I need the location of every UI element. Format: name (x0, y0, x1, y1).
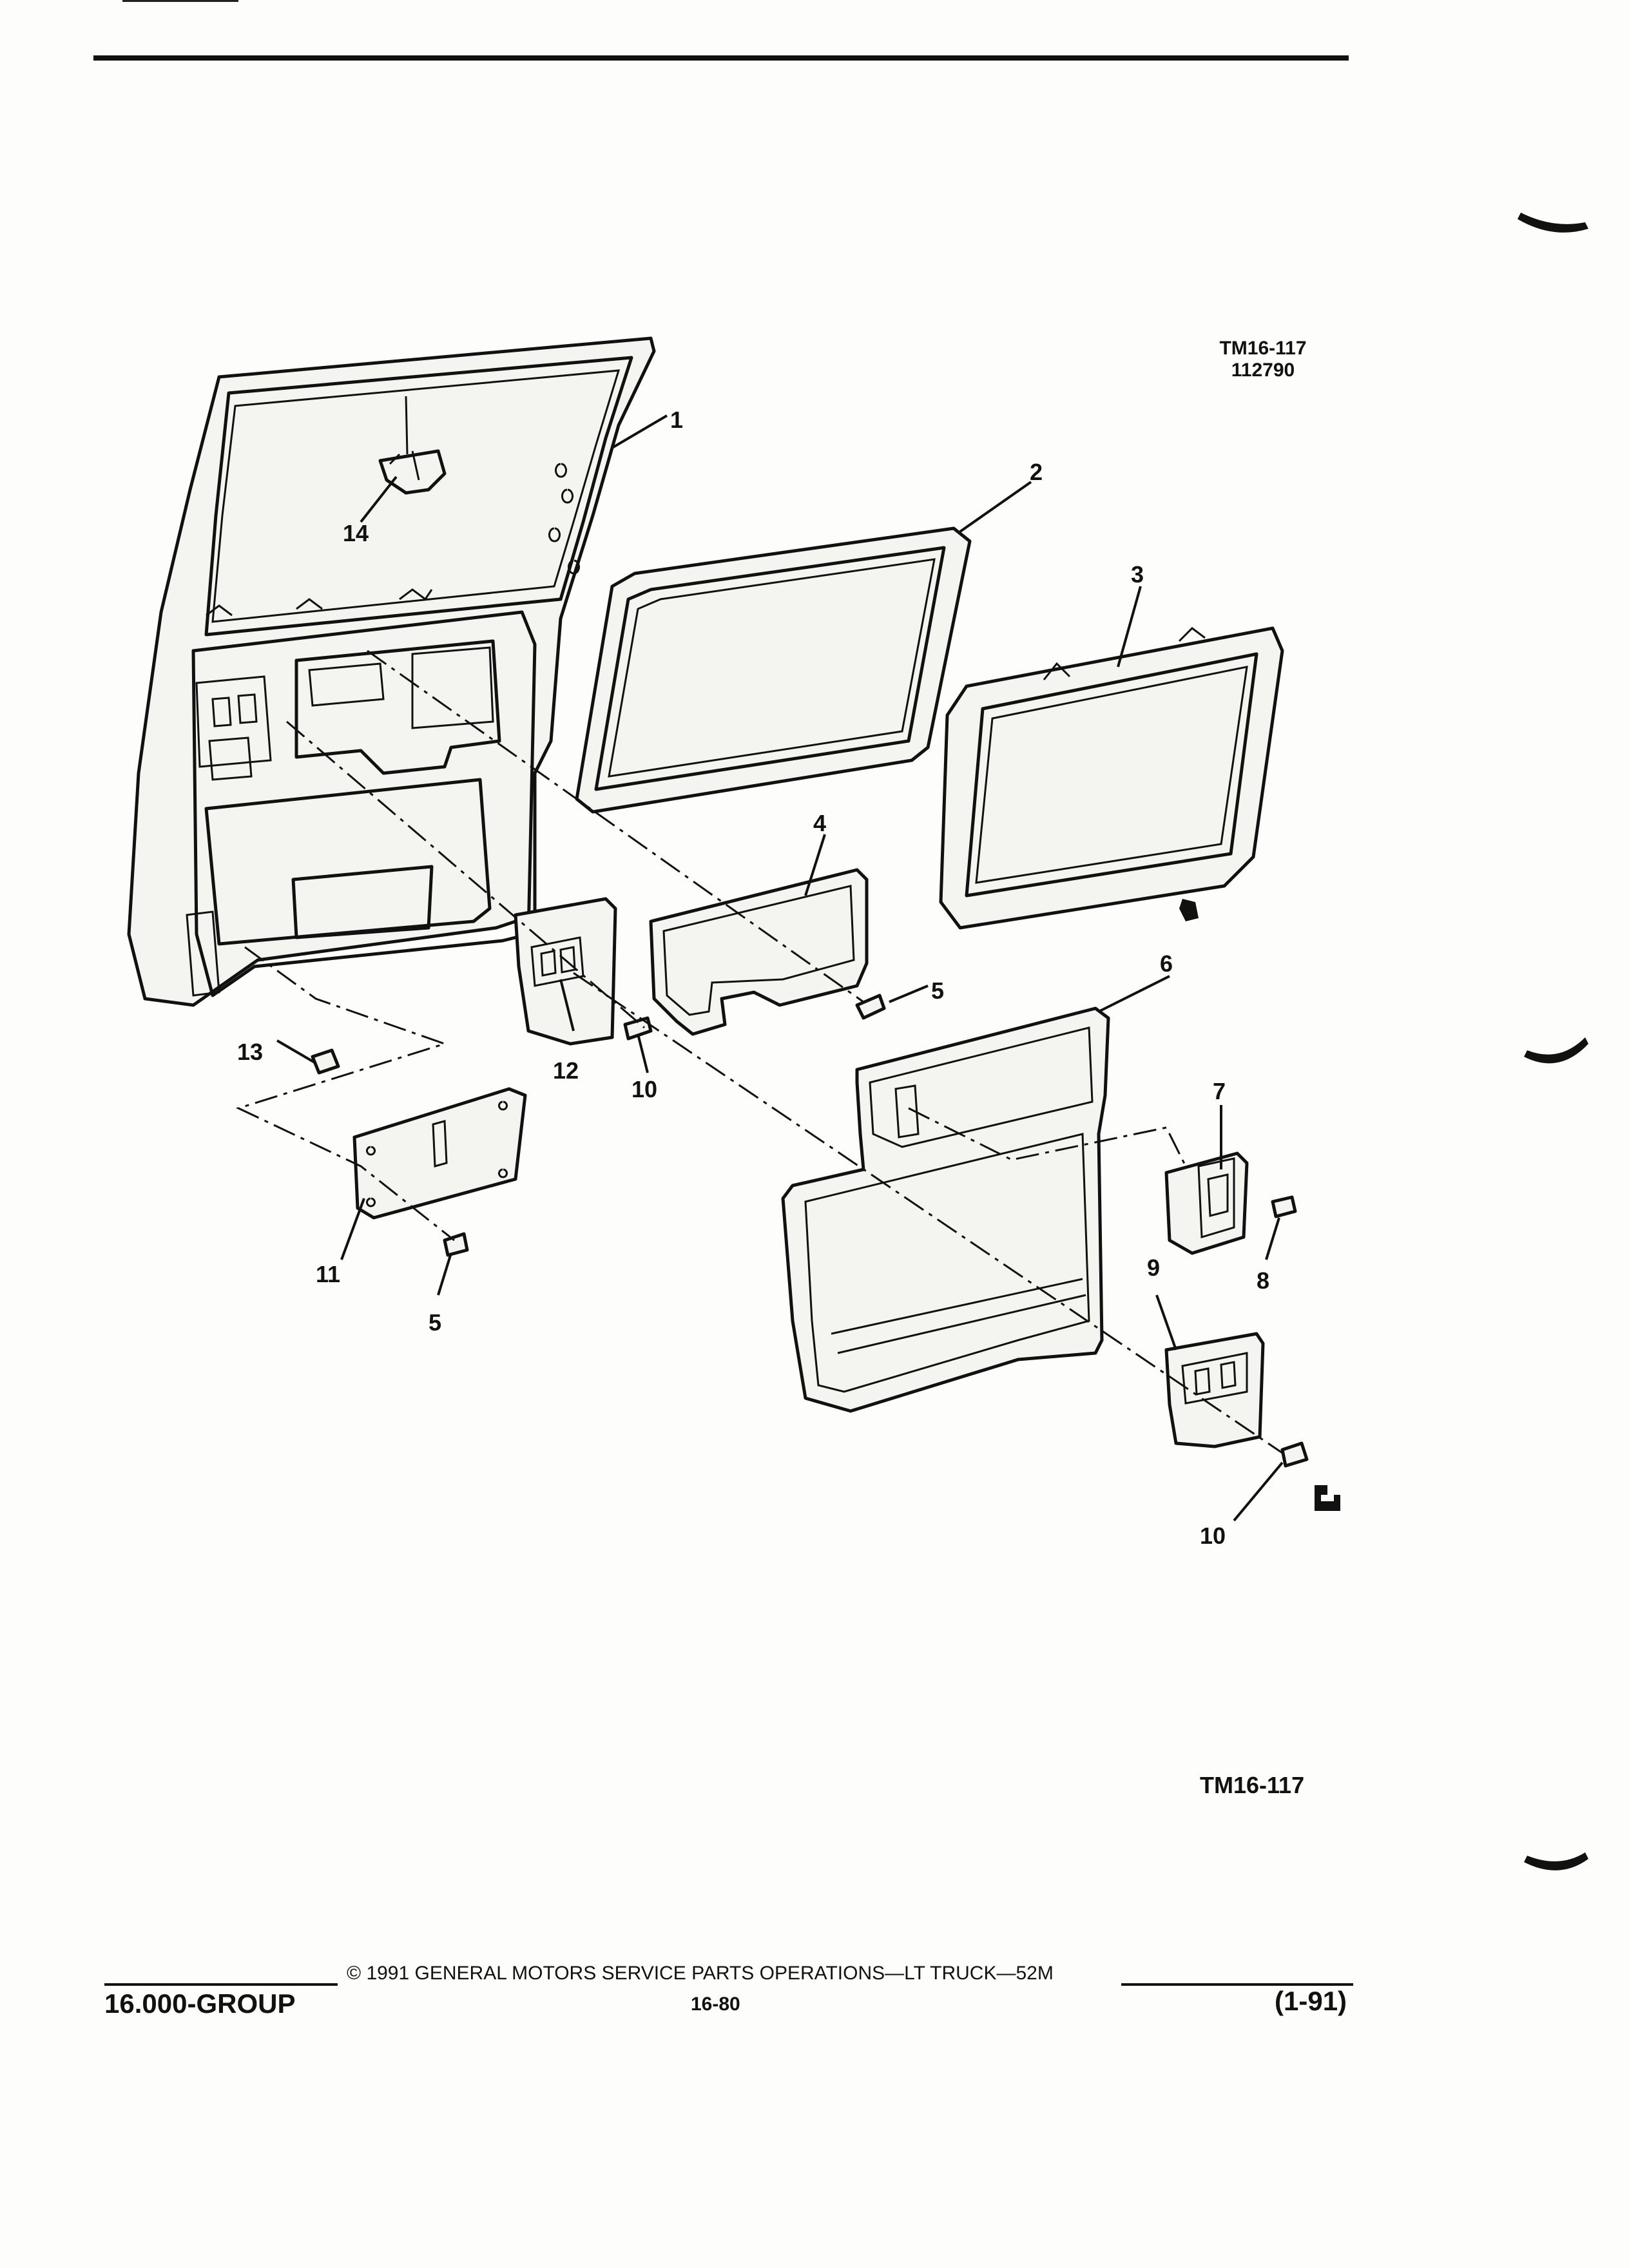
callout-1: 1 (670, 407, 683, 433)
part-2-window-seal (575, 526, 972, 814)
callout-8: 8 (1257, 1267, 1269, 1294)
footer-revision: (1-91) (1275, 1986, 1347, 2016)
footer-rule-left (104, 1983, 338, 1986)
part-11-lower-cover (352, 1087, 527, 1220)
callout-10b: 10 (1200, 1523, 1226, 1549)
callout-5a: 5 (931, 977, 944, 1004)
part-4-access-cover (649, 868, 869, 1036)
figure-date-code: 112790 (1231, 360, 1295, 381)
footer-page-number: 16-80 (691, 1994, 740, 2015)
corner-mark-icon (1315, 1485, 1340, 1511)
header-rule (93, 55, 1349, 61)
footer-group: 16.000-GROUP (104, 1988, 296, 2019)
callout-14: 14 (343, 520, 369, 546)
callout-4: 4 (813, 810, 826, 836)
figure-code: TM16-117 (1219, 338, 1307, 359)
figure-footer-code: TM16-117 (1200, 1772, 1305, 1798)
binder-mark-icon (1524, 1852, 1588, 1870)
callout-11: 11 (316, 1261, 340, 1287)
footer-rule-right (1121, 1983, 1353, 1986)
callout-3: 3 (1131, 561, 1144, 588)
callout-6: 6 (1160, 950, 1173, 977)
part-6-trim-panel (781, 1006, 1110, 1413)
part-9-switch-bezel (1164, 1332, 1265, 1448)
alignment-lines (235, 649, 1283, 1454)
callout-9: 9 (1147, 1254, 1160, 1281)
callout-2: 2 (1030, 459, 1043, 485)
binder-mark-icon (1524, 1037, 1588, 1064)
part-14-clip (378, 396, 447, 495)
part-3-window-frame (939, 626, 1284, 930)
callout-7: 7 (1213, 1078, 1226, 1104)
callout-5b: 5 (429, 1309, 441, 1336)
part-12-switch-bezel (514, 897, 617, 1046)
callout-10a: 10 (631, 1076, 657, 1102)
header-stub-rule (122, 0, 238, 2)
fastener-screws (311, 994, 1309, 1468)
part-7-handle-cup (1164, 1151, 1249, 1255)
binder-mark-icon (1518, 213, 1588, 233)
callout-13: 13 (237, 1039, 263, 1065)
part-1-door-panel (127, 336, 656, 1007)
footer-copyright: © 1991 GENERAL MOTORS SERVICE PARTS OPER… (342, 1963, 1059, 1984)
callout-12: 12 (553, 1057, 579, 1084)
leader-lines (276, 414, 1284, 1522)
